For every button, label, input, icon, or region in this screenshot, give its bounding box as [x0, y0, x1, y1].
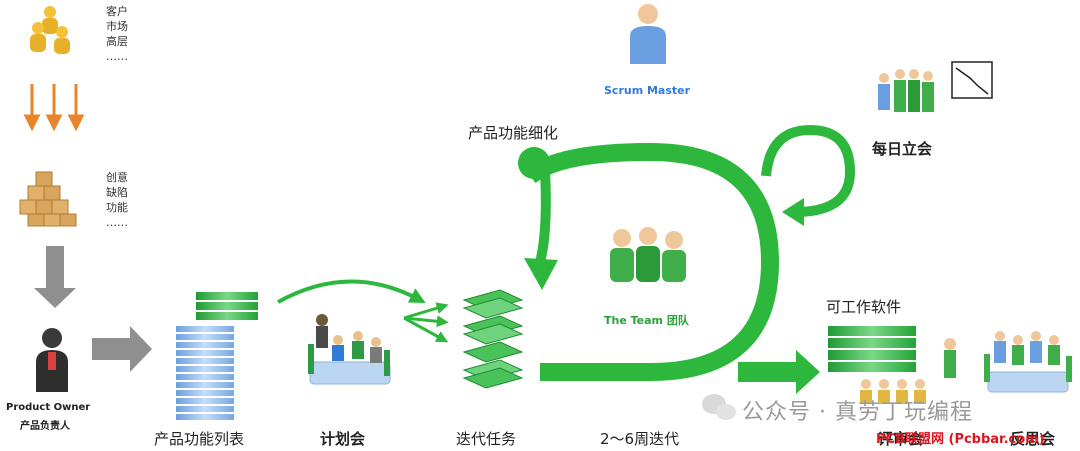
scrum-master-icon — [630, 4, 666, 64]
orange-arrows-icon — [23, 84, 85, 132]
requirement-item: 创意 — [106, 171, 128, 184]
sprint-backlog-label: 迭代任务 — [456, 430, 517, 448]
site-watermark: PCB联盟网 (Pcbbar.com) — [876, 432, 1045, 447]
sprint-duration-label: 2～6周迭代 — [600, 430, 680, 448]
curve-arrow-icon — [277, 279, 426, 304]
team-icon — [610, 227, 686, 282]
review-label: 评审会 — [878, 430, 924, 448]
stakeholder-item: 市场 — [106, 20, 128, 33]
sprint-backlog-icon — [462, 289, 524, 389]
review-meeting-icon — [860, 338, 956, 404]
team-label: The Team 团队 — [604, 314, 689, 327]
scrum-master-label: Scrum Master — [604, 84, 691, 97]
backlog-layer — [176, 358, 234, 364]
refine-label: 产品功能细化 — [468, 124, 559, 142]
watermark-text: 公众号 · 真劳丁玩编程 — [742, 400, 973, 425]
backlog-layer — [176, 390, 234, 396]
stakeholder-item: …… — [106, 50, 128, 63]
product-backlog-label: 产品功能列表 — [154, 430, 245, 448]
retrospective-label: 反思会 — [1010, 430, 1056, 448]
gray-down-arrow-icon — [34, 246, 76, 308]
backlog-layer — [176, 374, 234, 380]
stakeholder-item: 高层 — [106, 35, 128, 48]
backlog-layer — [176, 406, 234, 412]
product-owner-en-label: Product Owner — [6, 402, 91, 413]
retrospective-meeting-icon — [984, 331, 1072, 393]
backlog-layer — [176, 350, 234, 356]
daily-loop-icon — [761, 124, 856, 226]
daily-standup-label: 每日立会 — [872, 140, 933, 158]
backlog-layer — [176, 366, 234, 372]
product-owner-cn-label: 产品负责人 — [20, 421, 70, 432]
backlog-layer — [176, 382, 234, 388]
gray-right-arrow-icon — [92, 326, 152, 372]
standup-people-icon — [878, 69, 934, 112]
requirement-item: 缺陷 — [106, 186, 128, 199]
requirement-item: 功能 — [106, 201, 128, 214]
planning-meeting-label: 计划会 — [320, 430, 366, 448]
stakeholders-icon — [30, 6, 70, 54]
working-software-icon — [828, 326, 916, 372]
backlog-layer — [176, 414, 234, 420]
boxes-icon — [19, 171, 77, 227]
wechat-icon — [702, 394, 736, 420]
planning-meeting-icon — [308, 314, 391, 385]
stakeholders-label: 客户 市场 高层 …… — [106, 4, 128, 64]
product-owner-icon — [36, 328, 68, 392]
backlog-layer — [176, 326, 234, 332]
requirements-label: 创意 缺陷 功能 …… — [106, 170, 128, 230]
product-backlog-icon — [176, 292, 258, 420]
backlog-layer — [176, 398, 234, 404]
backlog-layer — [176, 334, 234, 340]
sprint-loop-icon — [518, 142, 820, 394]
working-software-label: 可工作软件 — [826, 298, 902, 316]
requirement-item: …… — [106, 216, 128, 229]
backlog-layer — [176, 342, 234, 348]
fan-arrows-icon — [403, 302, 449, 343]
stakeholder-item: 客户 — [106, 5, 128, 18]
burndown-chart-icon — [951, 61, 993, 99]
